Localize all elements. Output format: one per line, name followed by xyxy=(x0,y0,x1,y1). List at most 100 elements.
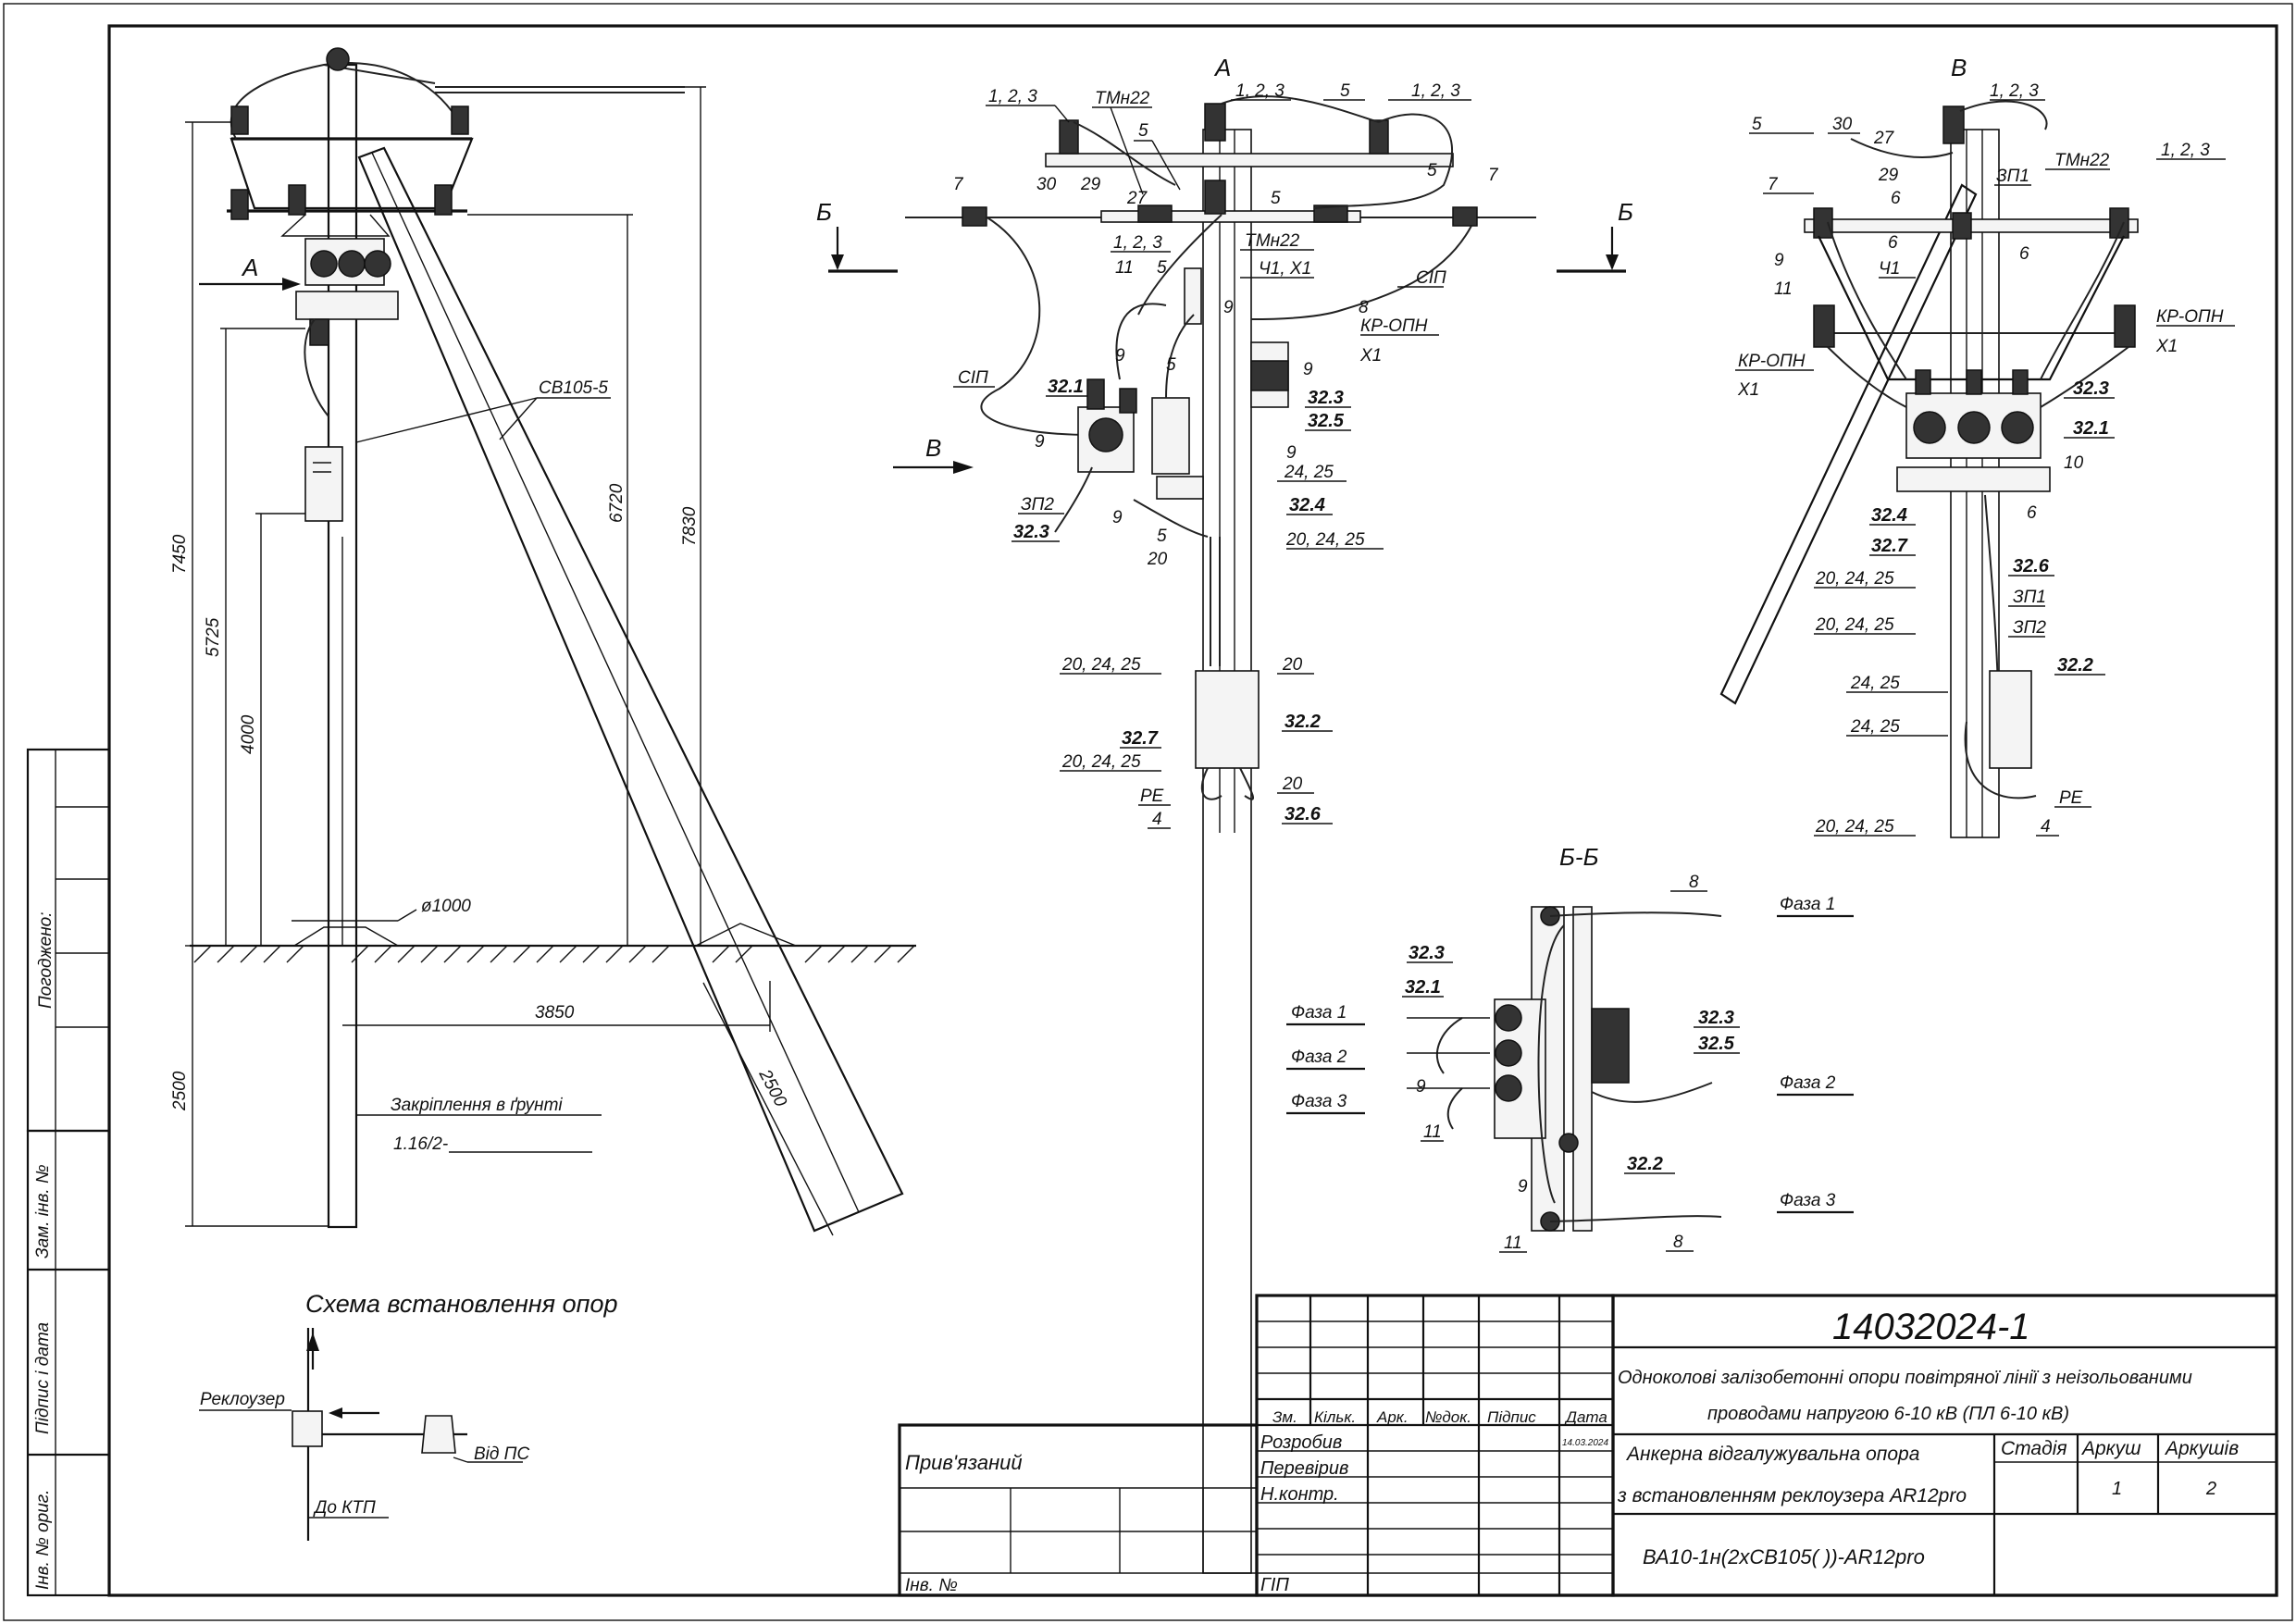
section-bb: Б-Б Фаза 1 Фаза 2 Фаза 3 Фаза 1 Фаза 2 Ф… xyxy=(1286,843,1854,1253)
svg-text:5: 5 xyxy=(1752,115,1762,134)
svg-text:24, 25: 24, 25 xyxy=(1284,463,1334,482)
svg-text:9: 9 xyxy=(1303,360,1313,379)
view-a: А Б Б В xyxy=(816,54,1633,1574)
svg-text:11: 11 xyxy=(1774,279,1793,299)
vertical-dimensions: 7450 5725 4000 6720 7830 2500 xyxy=(170,86,706,1227)
arrow-b-label: В xyxy=(925,434,941,462)
svg-text:СІП: СІП xyxy=(1416,268,1446,288)
svg-text:29: 29 xyxy=(1080,175,1101,194)
control-cabinet-view-a xyxy=(1195,670,1260,769)
svg-text:24, 25: 24, 25 xyxy=(1850,674,1900,693)
install-scheme: Схема встановлення опор Реклоузер Від ПС… xyxy=(199,1290,618,1541)
dim-2500-depth: 2500 xyxy=(170,1071,190,1111)
sheets-header: Аркушів xyxy=(2164,1438,2239,1459)
svg-text:Х1: Х1 xyxy=(1737,380,1759,400)
svg-text:9: 9 xyxy=(1223,298,1234,317)
view-a-title: А xyxy=(1213,54,1231,81)
svg-text:32.6: 32.6 xyxy=(2013,556,2050,576)
svg-text:8: 8 xyxy=(1689,873,1699,892)
svg-text:32.4: 32.4 xyxy=(1871,505,1907,526)
scheme-recloser: Реклоузер xyxy=(200,1390,285,1409)
svg-text:9: 9 xyxy=(1774,251,1784,270)
svg-text:1, 2, 3: 1, 2, 3 xyxy=(2161,141,2210,160)
svg-text:27: 27 xyxy=(1873,129,1895,148)
svg-text:32.3: 32.3 xyxy=(1308,388,1344,408)
svg-text:РЕ: РЕ xyxy=(2059,788,2083,808)
svg-text:10: 10 xyxy=(2064,453,2084,473)
col-zm: Зм. xyxy=(1272,1408,1297,1426)
svg-text:Фаза 3: Фаза 3 xyxy=(1780,1191,1836,1210)
svg-text:1, 2, 3: 1, 2, 3 xyxy=(1411,81,1460,101)
svg-text:32.1: 32.1 xyxy=(2073,418,2109,439)
svg-text:Х1: Х1 xyxy=(1359,346,1382,366)
scheme-title: Схема встановлення опор xyxy=(305,1290,618,1318)
view-b: В xyxy=(1719,54,2235,838)
doc-code: ВА10-1н(2хСВ105( ))-AR12pro xyxy=(1643,1545,1925,1568)
svg-text:20, 24, 25: 20, 24, 25 xyxy=(1061,752,1141,772)
scheme-from-ps: Від ПС xyxy=(474,1444,529,1464)
svg-text:20, 24, 25: 20, 24, 25 xyxy=(1815,615,1894,635)
section-mark-left: Б xyxy=(816,198,832,226)
control-cabinet-elevation xyxy=(304,446,343,522)
svg-text:32.3: 32.3 xyxy=(2073,378,2109,399)
svg-text:30: 30 xyxy=(1832,115,1853,134)
svg-text:32.7: 32.7 xyxy=(1122,728,1159,749)
svg-text:КР-ОПН: КР-ОПН xyxy=(1738,352,1806,371)
left-stamp: Зам. інв. № Підпис і дата Інв. № ориг. xyxy=(26,1129,111,1597)
svg-text:32.2: 32.2 xyxy=(1627,1154,1663,1174)
svg-text:32.1: 32.1 xyxy=(1048,377,1084,397)
svg-text:ТМн22: ТМн22 xyxy=(1245,231,1300,251)
dim-7830: 7830 xyxy=(680,506,700,546)
svg-text:4: 4 xyxy=(2041,817,2051,837)
svg-text:5: 5 xyxy=(1271,189,1281,208)
dim-3850: 3850 xyxy=(535,1003,575,1023)
svg-text:20, 24, 25: 20, 24, 25 xyxy=(1061,655,1141,675)
svg-text:32.2: 32.2 xyxy=(1285,712,1321,732)
pole-elevation: А 7450 5725 4000 6720 7830 2500 3850 xyxy=(170,47,916,1236)
dim-4000: 4000 xyxy=(239,714,258,754)
svg-text:Ч1, Х1: Ч1, Х1 xyxy=(1259,259,1311,279)
doc-number: 14032024-1 xyxy=(1832,1307,2030,1347)
section-mark-right: Б xyxy=(1618,198,1633,226)
fixing-ref: 1.16/2- xyxy=(393,1134,448,1154)
svg-text:Фаза 1: Фаза 1 xyxy=(1780,895,1835,914)
svg-text:11: 11 xyxy=(1115,258,1134,278)
date-value: 14.03.2024 xyxy=(1562,1438,1608,1448)
svg-text:ЗП2: ЗП2 xyxy=(2013,618,2046,638)
svg-text:32.2: 32.2 xyxy=(2057,655,2093,676)
svg-text:20: 20 xyxy=(1282,775,1303,794)
svg-text:5: 5 xyxy=(1138,121,1148,141)
svg-text:20, 24, 25: 20, 24, 25 xyxy=(1815,569,1894,589)
svg-text:32.3: 32.3 xyxy=(1409,943,1445,963)
control-cabinet-view-b xyxy=(1989,670,2032,769)
svg-text:5: 5 xyxy=(1157,527,1167,546)
svg-text:КР-ОПН: КР-ОПН xyxy=(2156,307,2224,327)
svg-text:5: 5 xyxy=(1166,355,1176,375)
svg-text:9: 9 xyxy=(1112,508,1123,527)
col-ndok: №док. xyxy=(1425,1408,1471,1426)
svg-text:РЕ: РЕ xyxy=(1140,787,1164,806)
role-normcontrol: Н.контр. xyxy=(1260,1484,1339,1505)
view-a-callouts: 1, 2, 3 ТМн22 5 1, 2, 3 5 1, 2, 3 7 30 2… xyxy=(953,81,1499,829)
svg-text:Фаза 3: Фаза 3 xyxy=(1291,1092,1347,1111)
col-ark: Арк. xyxy=(1376,1408,1409,1426)
sheet-header: Аркуш xyxy=(2080,1438,2141,1459)
outer-frame xyxy=(3,3,2293,1621)
dim-5725: 5725 xyxy=(204,617,223,657)
doc-title-line2: проводами напругою 6-10 кВ (ПЛ 6-10 кВ) xyxy=(1707,1404,2069,1424)
svg-text:30: 30 xyxy=(1036,175,1057,194)
dim-7450: 7450 xyxy=(170,534,190,574)
svg-text:32.4: 32.4 xyxy=(1289,495,1325,515)
fixing-title: Закріплення в ґрунті xyxy=(391,1096,563,1115)
svg-text:1, 2, 3: 1, 2, 3 xyxy=(1990,81,2039,101)
svg-text:ЗП1: ЗП1 xyxy=(1996,167,2029,186)
svg-text:9: 9 xyxy=(1115,346,1125,366)
svg-text:20: 20 xyxy=(1282,655,1303,675)
svg-text:7: 7 xyxy=(953,175,964,194)
dim-6720: 6720 xyxy=(607,483,627,523)
stamp-row-inv: Інв. № ориг. xyxy=(33,1490,53,1590)
svg-text:7: 7 xyxy=(1488,166,1499,185)
dim-diameter: ø1000 xyxy=(421,897,471,916)
inv-label: Інв. № xyxy=(905,1576,958,1595)
pole-head xyxy=(227,47,685,417)
